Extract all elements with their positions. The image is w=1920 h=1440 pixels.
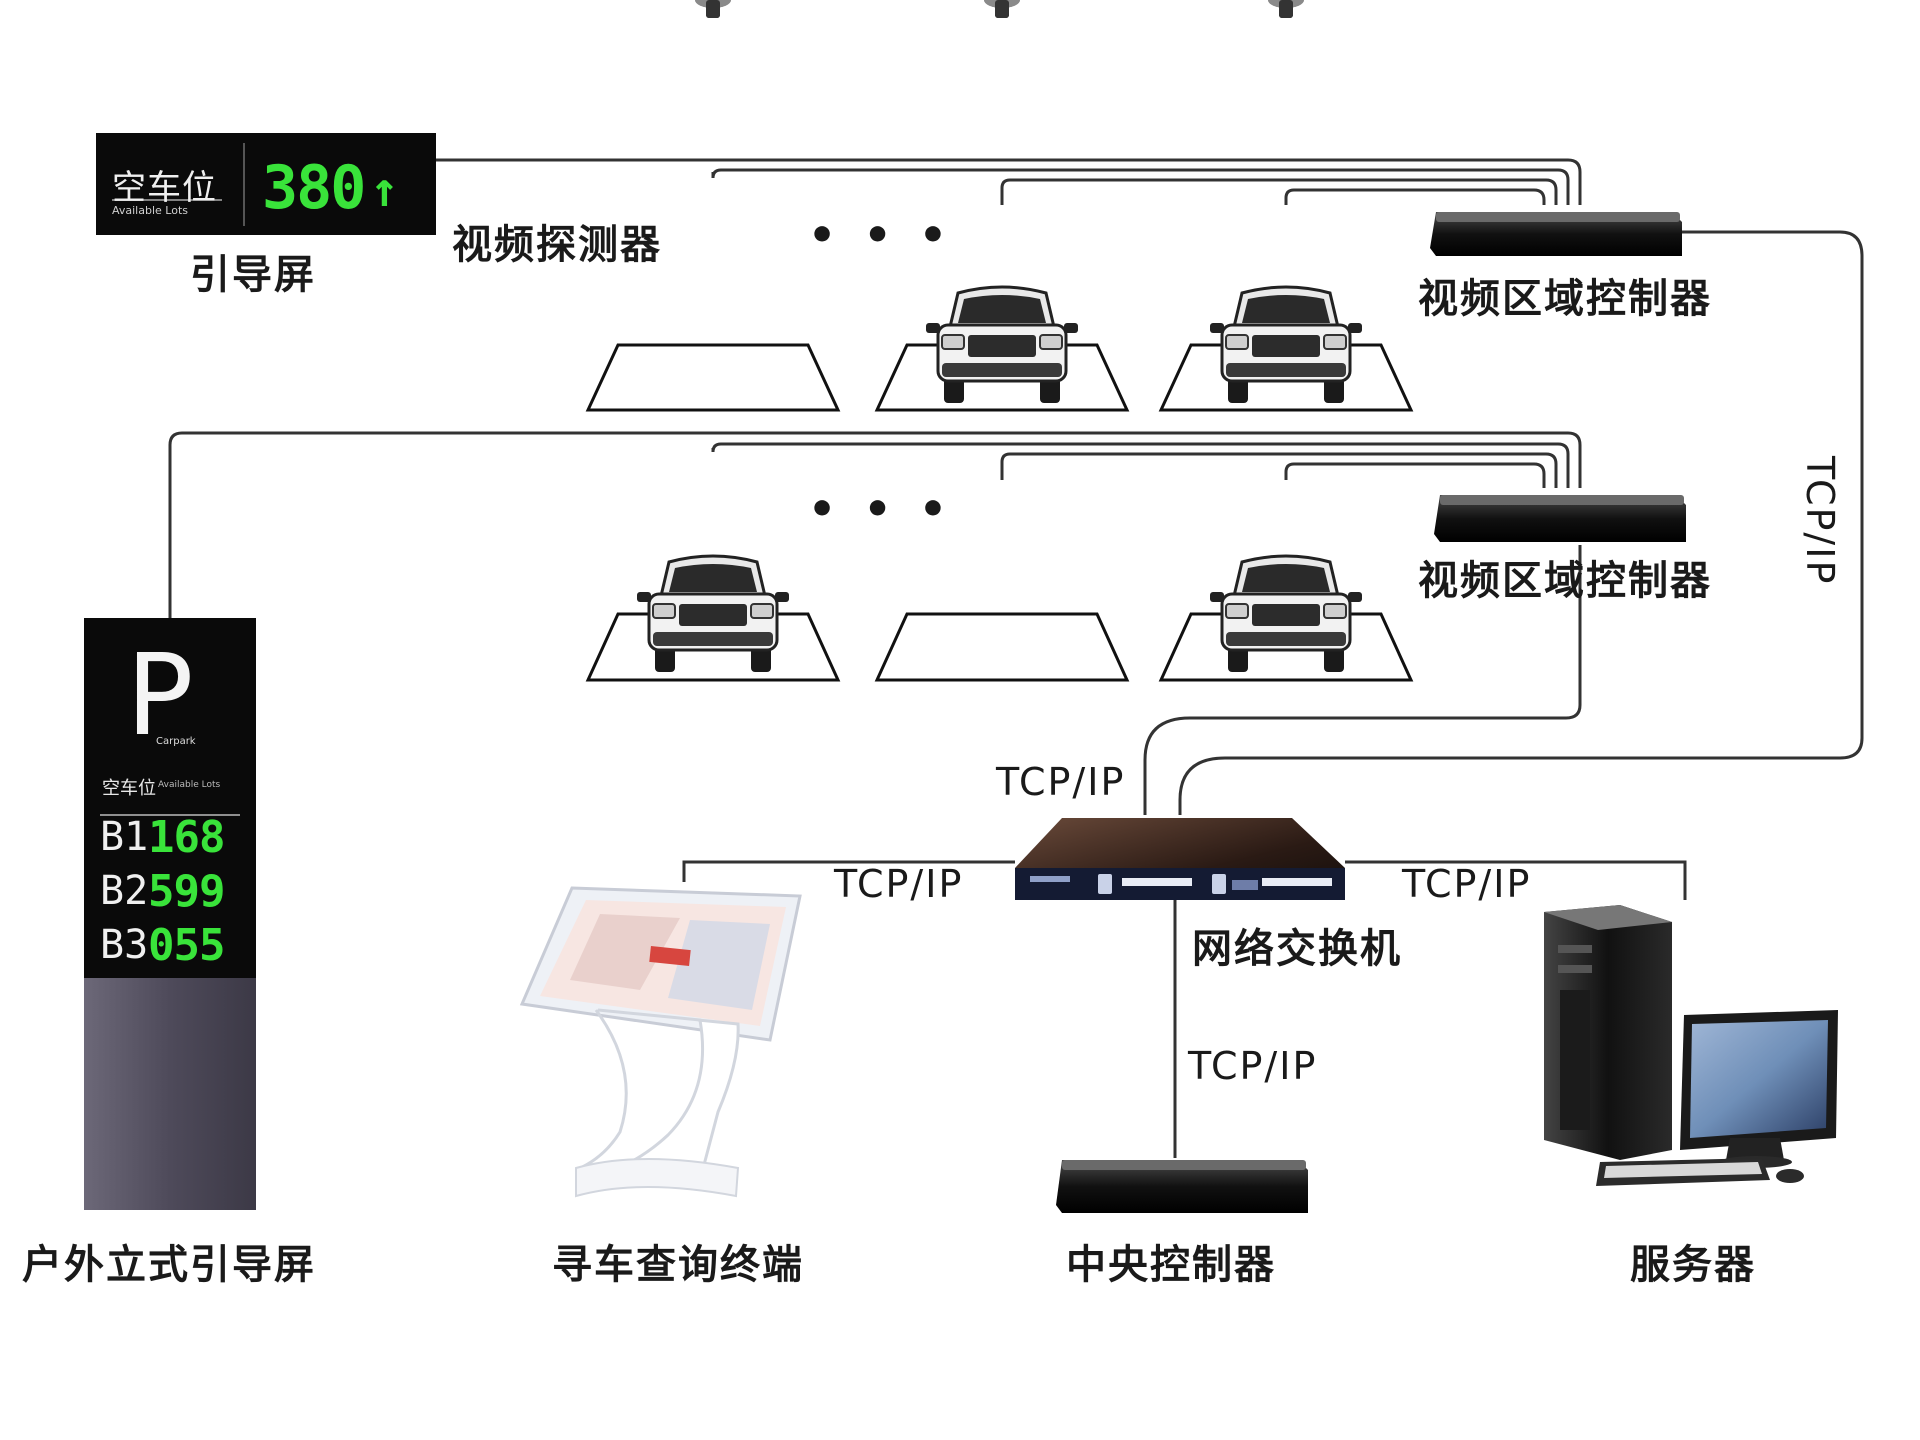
outdoor-sign-p-sub: Carpark — [156, 736, 196, 747]
ellipsis-row-1: • • • — [808, 210, 954, 261]
top-sign-label: 引导屏 — [190, 252, 316, 298]
floor-label: B1 — [100, 814, 149, 860]
car — [1210, 285, 1362, 403]
kiosk-label: 寻车查询终端 — [552, 1242, 804, 1288]
ellipsis-row-2: • • • — [808, 484, 954, 535]
area-controller-2-label: 视频区域控制器 — [1418, 558, 1712, 604]
switch-label: 网络交换机 — [1192, 926, 1402, 972]
server-computer — [1544, 905, 1838, 1186]
central-controller — [1056, 1160, 1308, 1213]
outdoor-sign-caption: 空车位 — [102, 778, 156, 799]
video-detector-occupied — [695, 0, 731, 18]
outdoor-pillar-sign — [84, 618, 256, 1210]
outdoor-sign-caption-sub: Available Lots — [158, 780, 221, 790]
top-guidance-sign — [96, 133, 436, 235]
server-label: 服务器 — [1630, 1242, 1756, 1288]
floor-label: B3 — [100, 922, 149, 968]
floor-count: 168 — [148, 812, 225, 863]
car — [637, 554, 789, 672]
network-switch — [1015, 818, 1345, 900]
outdoor-sign-p: P — [126, 631, 194, 761]
floor-count: 599 — [148, 866, 225, 917]
tcp-label-switch-left: TCP/IP — [834, 862, 964, 906]
car — [1210, 554, 1362, 672]
top-sign-count: 380 — [262, 153, 366, 223]
detector-label: 视频探测器 — [452, 222, 662, 268]
central-controller-label: 中央控制器 — [1066, 1242, 1276, 1288]
area-controller-2 — [1434, 495, 1686, 542]
video-detector-occupied — [1268, 0, 1304, 18]
floor-label: B2 — [100, 868, 149, 914]
tcp-label-switch-top: TCP/IP — [996, 760, 1126, 804]
area-controller-1 — [1430, 212, 1682, 256]
parking-bays — [585, 0, 1414, 682]
tcp-label-right: TCP/IP — [1798, 456, 1842, 586]
query-kiosk — [519, 886, 802, 1198]
floor-count: 055 — [148, 920, 225, 971]
area-controller-1-label: 视频区域控制器 — [1418, 276, 1712, 322]
wire-group — [168, 158, 1864, 1158]
outdoor-sign-label: 户外立式引导屏 — [22, 1242, 316, 1288]
top-sign-subcaption: Available Lots — [112, 204, 188, 217]
car — [926, 285, 1078, 403]
top-sign-caption: 空车位 — [112, 168, 217, 208]
tcp-label-central: TCP/IP — [1188, 1044, 1318, 1088]
top-sign-arrow-icon: ↑ — [370, 162, 399, 218]
parking-bay — [874, 612, 1130, 682]
video-detector-free — [984, 0, 1020, 18]
tcp-label-switch-right: TCP/IP — [1402, 862, 1532, 906]
parking-bay — [585, 343, 841, 412]
